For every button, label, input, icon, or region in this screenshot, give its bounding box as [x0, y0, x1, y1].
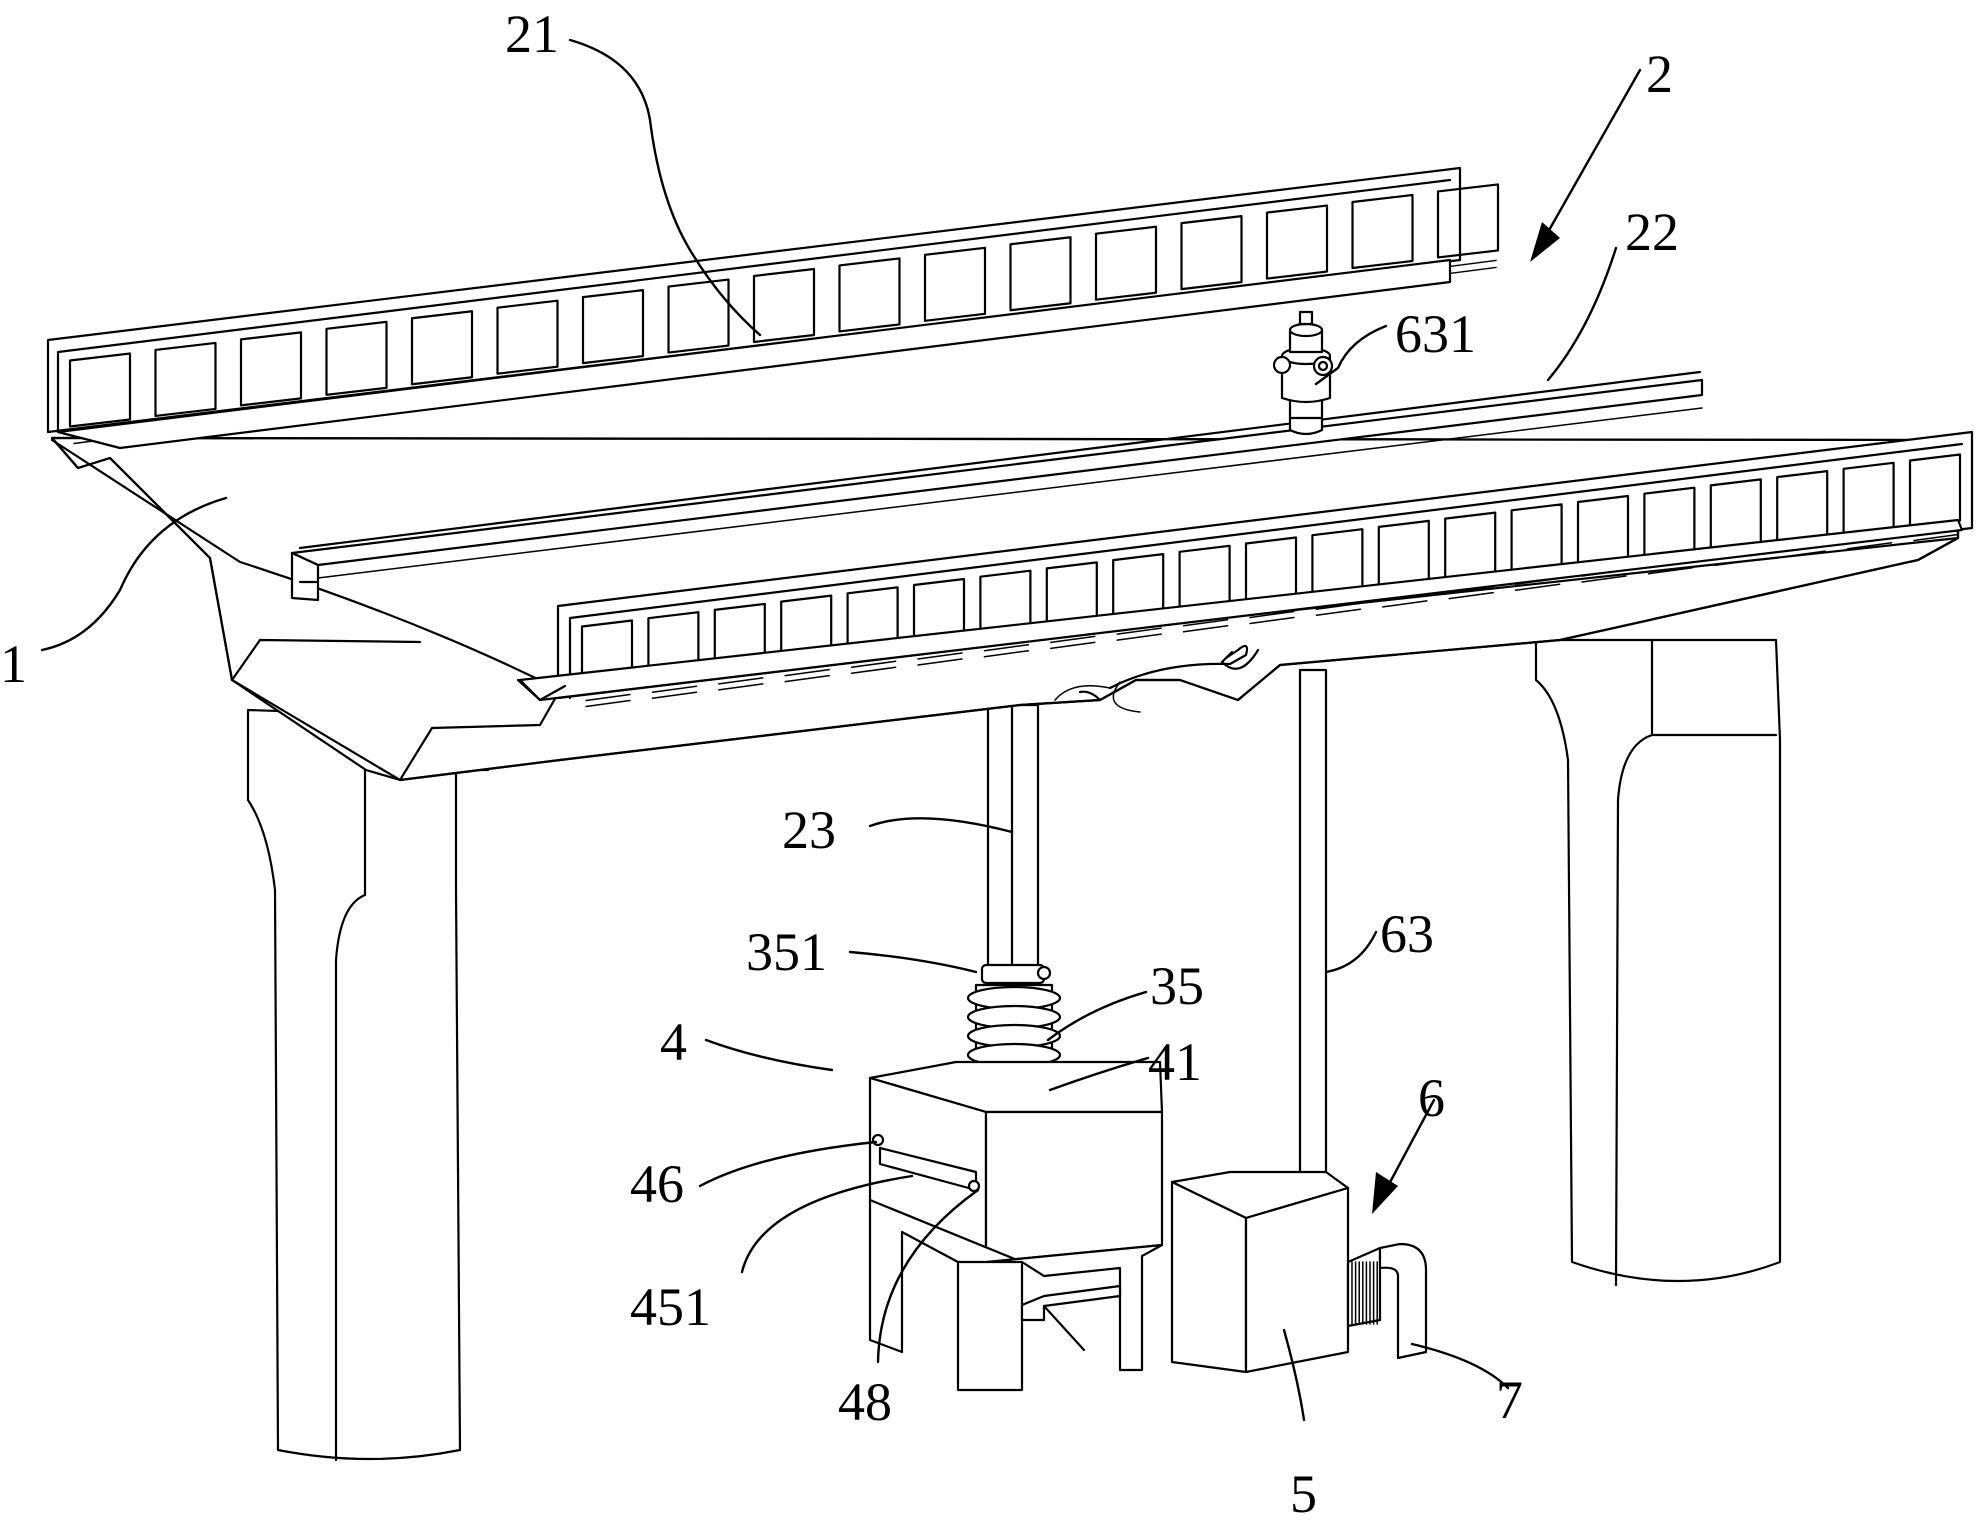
label-21: 21 [505, 4, 559, 64]
near-grate-slot [1050, 635, 1096, 644]
near-grate-slot [917, 652, 963, 660]
label-1: 1 [0, 634, 27, 694]
far-rail-panel [1009, 236, 1072, 312]
far-rail-panel [154, 341, 217, 418]
near-grate-slot [651, 685, 698, 693]
box-4 [868, 1060, 1164, 1392]
far-rail-panel [923, 246, 987, 322]
near-grate-slot [1913, 533, 1959, 542]
far-rail-panel [68, 352, 132, 428]
far-rail-panel [581, 289, 645, 365]
near-grate-slot [850, 666, 897, 675]
near-grate-slot [1315, 602, 1362, 610]
drain-pipe-23 [986, 703, 1040, 972]
pipe-63 [1298, 668, 1328, 1212]
label-46: 46 [630, 1154, 684, 1214]
near-grate-slot [1714, 558, 1760, 567]
near-grate-slot [585, 699, 631, 708]
far-rail-panel [239, 331, 303, 407]
near-grate-slot [1581, 575, 1627, 583]
near-grate-slot [784, 674, 830, 683]
leader-lines [40, 38, 1642, 1422]
label-7: 7 [1496, 1370, 1523, 1430]
label-451: 451 [630, 1277, 711, 1337]
label-63: 63 [1380, 904, 1434, 964]
far-rail-panel [667, 278, 730, 354]
near-grate-slot [1315, 608, 1362, 616]
far-rail-panel [410, 310, 474, 386]
label-4: 4 [660, 1012, 687, 1072]
far-rail-panel [496, 299, 559, 375]
label-41: 41 [1148, 1032, 1202, 1092]
near-grate-slot [1116, 627, 1162, 635]
far-rail-panel [1180, 215, 1243, 291]
pipe-7 [1346, 1242, 1428, 1360]
label-5: 5 [1290, 1464, 1317, 1524]
near-grate-slot [917, 658, 963, 666]
left-pier [246, 708, 490, 1462]
label-48: 48 [838, 1372, 892, 1432]
near-grate-slot [1249, 616, 1295, 625]
near-grate-slot [1182, 619, 1229, 627]
callout-labels: 21 2 22 631 1 23 63 351 35 41 4 6 46 451… [0, 4, 1679, 1524]
label-631: 631 [1395, 304, 1476, 364]
label-22: 22 [1625, 202, 1679, 262]
far-rail-panel [752, 267, 816, 344]
near-grate-slot [784, 668, 830, 677]
far-rail-panel [1265, 204, 1329, 280]
label-23: 23 [782, 800, 836, 860]
hydrant-631 [1272, 310, 1334, 436]
near-grate-slot [1846, 542, 1893, 550]
near-grate-slot [718, 683, 764, 691]
near-grate-slot [585, 693, 631, 702]
near-grate-slot [983, 649, 1030, 658]
near-grate-slot [1382, 600, 1428, 608]
median-rail [290, 370, 1704, 602]
far-rail-panel [1351, 193, 1414, 270]
far-rail-panel [838, 257, 901, 333]
near-grate-slot [1514, 583, 1561, 592]
near-grate-slot [1182, 625, 1229, 633]
box-5 [1170, 1170, 1350, 1374]
right-pier [1534, 638, 1782, 1287]
far-rail-panel [1436, 183, 1500, 259]
near-grate-slot [651, 691, 698, 699]
far-rail-panel [325, 320, 388, 396]
near-grate-slot [1448, 591, 1494, 600]
label-351: 351 [746, 922, 827, 982]
near-guardrail [516, 430, 1974, 708]
label-2: 2 [1646, 44, 1673, 104]
near-grate-slot [1116, 633, 1162, 641]
near-grate-slot [1780, 550, 1826, 558]
near-grate-slot [1647, 566, 1694, 575]
label-6: 6 [1418, 1068, 1445, 1128]
near-grate-slot [1050, 641, 1096, 650]
near-grate-slot [850, 660, 897, 669]
near-grate-slot [983, 643, 1030, 652]
near-grate-slot [718, 677, 764, 685]
near-grate-slot [1249, 610, 1295, 619]
far-rail-panel [1094, 225, 1158, 301]
label-35: 35 [1150, 956, 1204, 1016]
far-guardrail [46, 166, 1500, 450]
